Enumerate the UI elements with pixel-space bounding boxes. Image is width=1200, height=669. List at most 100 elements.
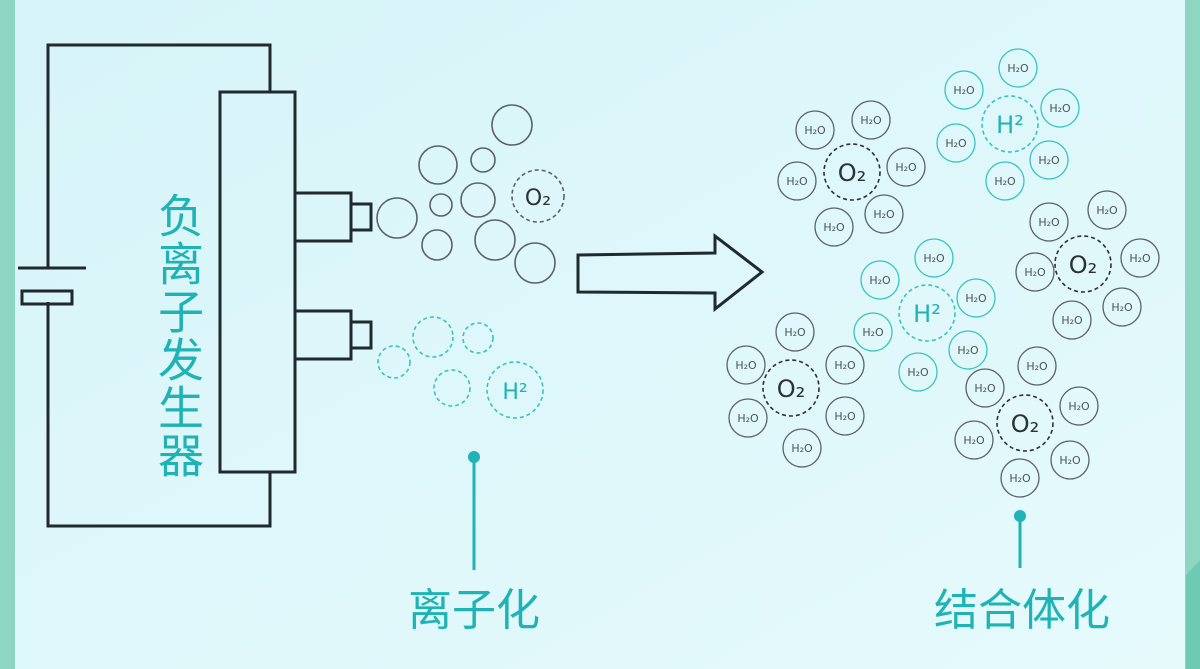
water-molecule	[1029, 140, 1069, 180]
water-label: H₂O	[804, 124, 826, 137]
water-molecule	[853, 312, 893, 352]
water-molecule	[851, 100, 891, 140]
water-molecule	[944, 70, 984, 110]
oxygen-label: O₂	[838, 159, 867, 187]
water-label: H₂O	[1024, 266, 1046, 279]
water-molecule	[1087, 190, 1127, 230]
water-molecule	[728, 398, 768, 438]
water-label: H₂O	[1129, 252, 1151, 265]
water-label: H₂O	[974, 382, 996, 395]
left-band	[0, 0, 15, 669]
emitter-top	[293, 191, 373, 243]
oxygen-label: O₂	[777, 375, 806, 403]
water-label: H₂O	[869, 274, 891, 287]
arrow-right-icon	[576, 232, 765, 313]
water-molecule	[825, 396, 865, 436]
hydrogen-molecule	[981, 95, 1039, 153]
oxygen-label: O₂	[1011, 410, 1040, 438]
generator-box	[218, 90, 297, 474]
hydrogen-ion-cluster	[377, 316, 494, 407]
water-label: H₂O	[1059, 454, 1081, 467]
water-label: H₂O	[784, 326, 806, 339]
water-label: H₂O	[1038, 216, 1060, 229]
water-molecule	[1000, 458, 1040, 498]
water-label: H₂O	[834, 410, 856, 423]
combine-pointer	[1014, 510, 1026, 568]
water-label: H₂O	[1026, 360, 1048, 373]
water-label: H₂O	[1096, 204, 1118, 217]
water-label: H₂O	[965, 292, 987, 305]
corner-accent	[1186, 560, 1200, 669]
water-label: H₂O	[1111, 301, 1133, 314]
battery-icon	[18, 266, 86, 306]
water-molecule	[825, 345, 865, 385]
ionize-pointer	[468, 451, 480, 570]
water-molecule	[886, 147, 926, 187]
water-label: H₂O	[786, 175, 808, 188]
water-molecule	[936, 123, 976, 163]
hydrogen-label: H²	[913, 300, 941, 328]
water-label: H₂O	[1038, 154, 1060, 167]
water-molecule	[1017, 346, 1057, 386]
water-molecule	[782, 428, 822, 468]
svg-text:H²: H²	[502, 380, 527, 405]
water-label: H₂O	[823, 221, 845, 234]
oxygen-ion-cluster	[376, 104, 556, 284]
water-label: H₂O	[834, 359, 856, 372]
water-molecule	[965, 368, 1005, 408]
water-molecule	[1015, 252, 1055, 292]
oxygen-molecule-left: O₂	[511, 169, 565, 223]
water-label: H₂O	[1068, 400, 1090, 413]
water-label: H₂O	[1007, 62, 1029, 75]
water-molecule	[775, 312, 815, 352]
water-molecule	[777, 161, 817, 201]
hydrogen-label: H²	[996, 111, 1024, 139]
water-molecule	[985, 161, 1025, 201]
water-molecule	[914, 238, 954, 278]
water-molecule	[948, 330, 988, 370]
water-molecule	[956, 278, 996, 318]
ionize-label: 离子化	[408, 585, 540, 636]
water-molecule	[898, 352, 938, 392]
water-molecule	[726, 345, 766, 385]
oxygen-molecule	[996, 394, 1054, 452]
water-label: H₂O	[860, 114, 882, 127]
circuit-wire	[46, 43, 272, 528]
water-molecule	[814, 207, 854, 247]
water-label: H₂O	[873, 208, 895, 221]
water-label: H₂O	[945, 137, 967, 150]
water-molecule	[1120, 238, 1160, 278]
water-label: H₂O	[953, 84, 975, 97]
water-label: H₂O	[791, 442, 813, 455]
water-label: H₂O	[994, 175, 1016, 188]
water-label: H₂O	[737, 412, 759, 425]
combined-molecule-clusters: H₂O H₂O H₂O H₂O H₂O H₂O H₂O H₂O H₂O H₂O H₂O H₂O H₂O H…	[726, 48, 1160, 498]
hydrogen-molecule-left: H²	[486, 361, 544, 419]
water-molecule	[998, 48, 1038, 88]
water-molecule	[864, 194, 904, 234]
water-label: H₂O	[923, 252, 945, 265]
water-label: H₂O	[1009, 472, 1031, 485]
generator-label: 负离子发生器	[151, 192, 205, 480]
water-molecule	[1040, 88, 1080, 128]
oxygen-molecule	[823, 143, 881, 201]
water-molecule	[795, 110, 835, 150]
oxygen-label: O₂	[1069, 251, 1098, 279]
water-label: H₂O	[907, 366, 929, 379]
water-molecule	[1029, 202, 1069, 242]
combine-label: 结合体化	[934, 585, 1110, 636]
water-label: H₂O	[862, 326, 884, 339]
water-label: H₂O	[1049, 102, 1071, 115]
oxygen-molecule	[762, 359, 820, 417]
hydrogen-molecule	[898, 284, 956, 342]
water-label: H₂O	[895, 161, 917, 174]
emitter-bottom	[293, 309, 373, 361]
water-label: H₂O	[963, 434, 985, 447]
right-band	[1185, 0, 1200, 669]
svg-text:O₂: O₂	[525, 186, 551, 211]
water-molecule	[860, 260, 900, 300]
oxygen-molecule	[1054, 235, 1112, 293]
